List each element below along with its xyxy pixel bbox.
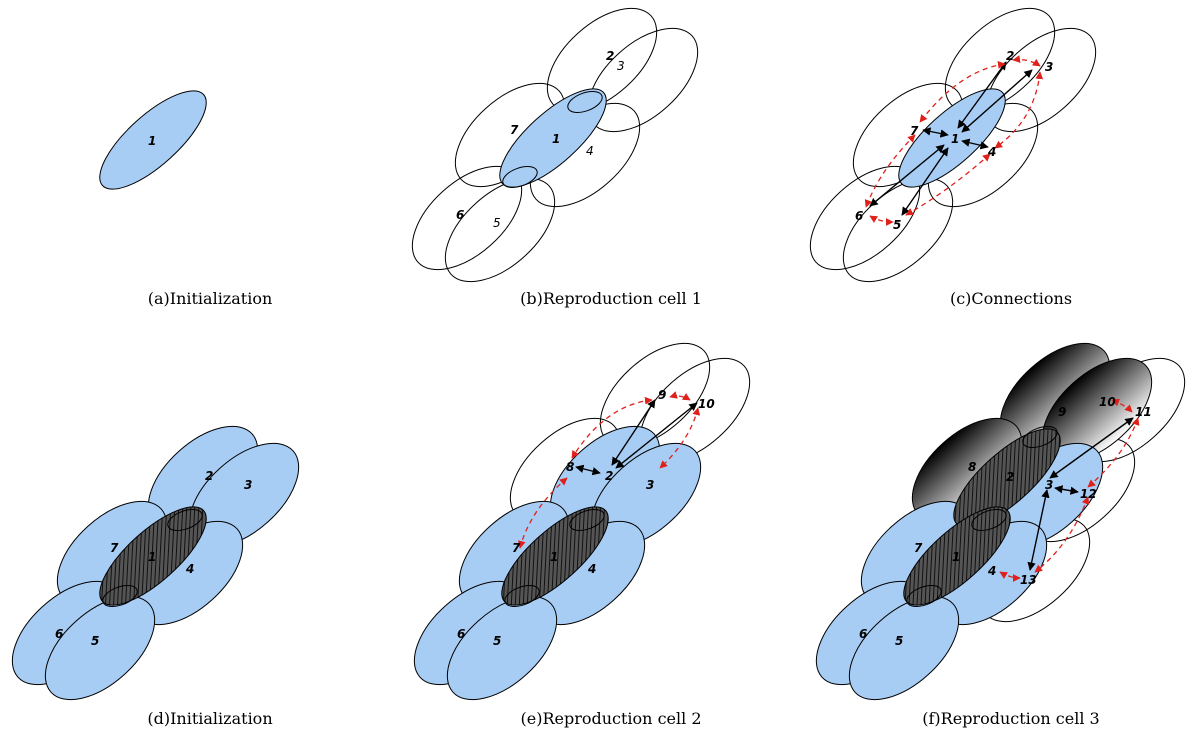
connection-arrow	[961, 138, 989, 150]
cell-label: 3	[1045, 478, 1053, 492]
cell-label: 6	[457, 627, 465, 641]
cell-label: 7	[910, 124, 919, 138]
cell-label: 2	[606, 49, 614, 63]
cell-label: 7	[510, 123, 519, 137]
cell-label: 13	[1020, 573, 1037, 587]
cell-label: 7	[914, 541, 923, 555]
caption-d: (d)Initialization	[147, 709, 272, 728]
cell-label: 10	[698, 397, 715, 411]
red-connection	[1111, 398, 1133, 413]
caption-f: (f)Reproduction cell 3	[922, 709, 1099, 728]
red-connection	[518, 477, 568, 549]
cell-label: 4	[987, 145, 996, 159]
cell-label: 1	[552, 132, 560, 146]
cell-label: 5	[893, 218, 901, 232]
panel-a: 1	[99, 90, 207, 190]
red-connection	[999, 571, 1021, 582]
red-connection	[1087, 417, 1140, 488]
cell-5	[444, 177, 556, 283]
cell-5	[848, 595, 960, 701]
cell-1	[99, 90, 207, 190]
red-connection	[994, 71, 1044, 149]
cell-label: 1	[951, 132, 959, 146]
red-connection	[669, 391, 691, 401]
cell-label: 1	[148, 134, 156, 148]
cell-label: 12	[1080, 487, 1097, 501]
junction-ring	[504, 585, 540, 607]
cell-label: 4	[185, 562, 194, 576]
junction-ring	[906, 585, 942, 607]
junction-ring	[102, 585, 138, 607]
red-connection	[864, 134, 916, 208]
cell-label: 4	[587, 562, 596, 576]
cell-label: 6	[55, 627, 63, 641]
cell-label: 3	[244, 478, 252, 492]
caption-e: (e)Reproduction cell 2	[521, 709, 702, 728]
junction-ring	[569, 509, 605, 531]
cell-label: 2	[1006, 470, 1014, 484]
panel-e: 9 10 8 2 3 1 7 4 6 5	[413, 342, 751, 701]
junction-ring	[502, 166, 538, 188]
cell-label: 6	[855, 209, 863, 223]
red-connection	[1012, 55, 1041, 67]
cell-label: 7	[512, 541, 521, 555]
cell-label: 7	[110, 541, 119, 555]
cell-label: 1	[952, 550, 960, 564]
cell-label: 6	[456, 208, 464, 222]
connection-arrow	[922, 127, 949, 138]
cell-2	[546, 7, 658, 113]
cell-5	[446, 595, 558, 701]
caption-b: (b)Reproduction cell 1	[520, 289, 702, 308]
red-connection	[571, 396, 653, 459]
cell-label: 5	[895, 634, 903, 648]
cell-label: 2	[1006, 49, 1014, 63]
connection-arrow	[575, 464, 601, 476]
cell-label: 8	[968, 460, 976, 474]
junction-ring	[567, 91, 603, 113]
cell-label: 1	[148, 550, 156, 564]
panel-f: 9 10 11 8 2 3 12 1 7 4 13 6 5	[815, 342, 1186, 701]
cell-label: 5	[91, 634, 99, 648]
cell-label: 5	[493, 634, 501, 648]
cell-label: 5	[493, 216, 501, 230]
cell-label: 3	[1045, 60, 1053, 74]
cell-label: 4	[586, 144, 594, 158]
cell-label: 3	[617, 59, 625, 73]
cell-label: 3	[646, 478, 654, 492]
red-connection	[1034, 496, 1090, 573]
junction-ring	[167, 509, 203, 531]
red-connection	[919, 61, 1006, 123]
panel-c: 2 3 1 7 4 6 5	[809, 7, 1097, 283]
cell-label: 9	[1058, 405, 1066, 419]
cell-label: 2	[205, 469, 213, 483]
red-connection	[869, 215, 894, 226]
junction-ring	[971, 509, 1007, 531]
red-connection	[905, 153, 991, 216]
cell-label: 1	[550, 550, 558, 564]
red-connection	[659, 407, 701, 469]
panel-b: 2 3 1 7 4 6 5	[411, 7, 699, 283]
caption-a: (a)Initialization	[148, 289, 273, 308]
panel-d: 2 3 1 7 4 6 5	[11, 425, 300, 701]
cell-label: 4	[987, 564, 996, 578]
cell-1	[499, 88, 607, 188]
cell-label: 11	[1135, 405, 1152, 419]
cell-label: 10	[1099, 395, 1116, 409]
cell-label: 6	[859, 627, 867, 641]
connection-arrow	[1054, 485, 1079, 495]
caption-c: (c)Connections	[950, 289, 1072, 308]
cell-label: 8	[566, 460, 574, 474]
cell-label: 2	[605, 469, 613, 483]
cell-label: 9	[658, 388, 666, 402]
cell-5	[44, 595, 156, 701]
